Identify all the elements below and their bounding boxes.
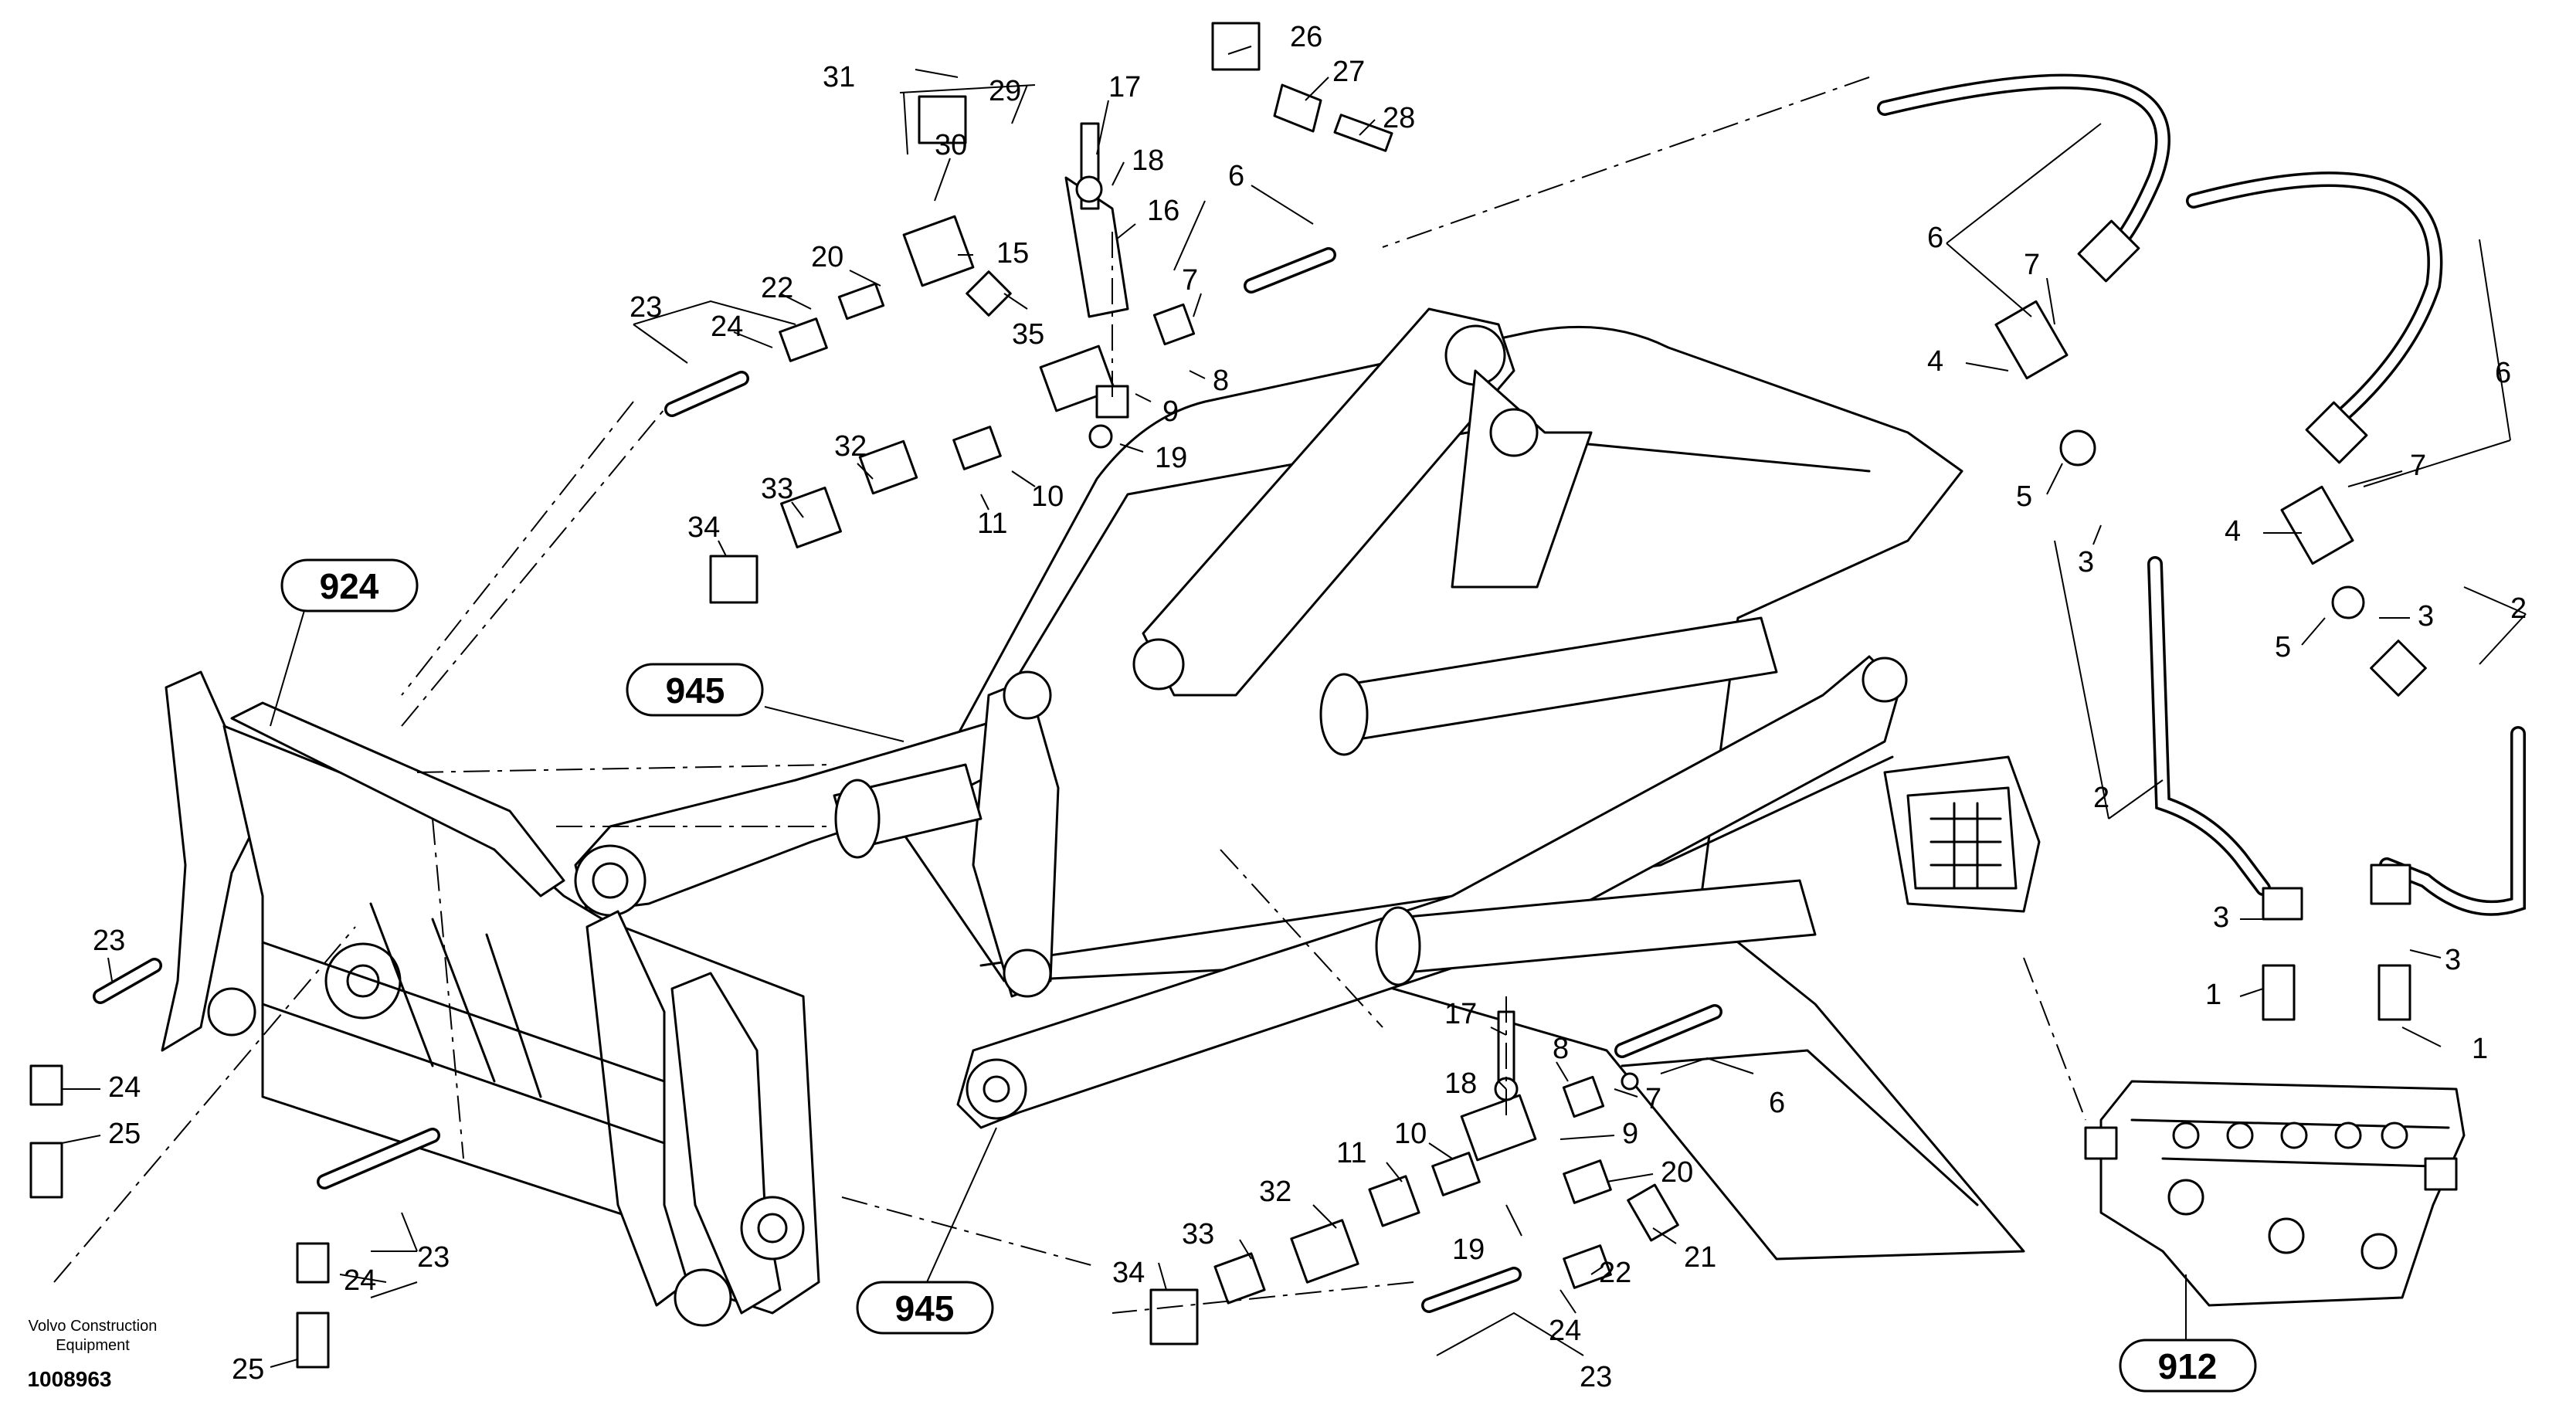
part-number: 22 [761,272,793,304]
reference-label: 945 [666,670,725,711]
part-number: 7 [1182,264,1198,297]
part-number: 3 [2445,944,2461,976]
control-valve [2084,1080,2466,1307]
lift-arm-left [574,655,1908,1129]
part-number: 20 [1661,1156,1693,1189]
reference-group-945-upper[interactable]: 945 [626,663,764,717]
part-number: 3 [2418,600,2434,633]
part-number: 30 [935,129,967,161]
part-number: 35 [1012,318,1044,351]
part-number: 7 [2024,249,2040,281]
part-number: 17 [1108,71,1141,103]
part-number: 6 [1228,160,1244,192]
part-number: 16 [1147,195,1179,227]
part-number: 31 [823,61,855,93]
quick-coupler [161,670,820,1327]
alignment-lines [53,76,2086,1314]
part-number: 32 [1259,1176,1291,1208]
work-lamp [1883,755,2041,913]
part-number: 25 [232,1353,264,1386]
reference-group-912[interactable]: 912 [2119,1339,2257,1393]
part-number: 8 [1213,365,1229,397]
part-number: 26 [1290,21,1322,53]
part-number: 10 [1394,1118,1427,1150]
part-number: 23 [1580,1361,1612,1393]
part-number: 33 [1182,1218,1214,1250]
credit-line-1: Volvo Construction [29,1318,158,1335]
part-number: 17 [1444,998,1477,1030]
fittings [29,22,2427,1369]
reference-group-945-lower[interactable]: 945 [856,1281,994,1335]
part-number: 2 [2093,782,2109,814]
reference-label: 912 [2158,1346,2218,1386]
part-number: 27 [1332,56,1365,88]
part-number: 9 [1622,1118,1638,1150]
part-number: 11 [977,507,1007,540]
bellcrank-link [972,307,1593,998]
part-number: 6 [2495,357,2511,389]
part-number: 5 [2016,480,2032,513]
part-number: 1 [2205,979,2221,1011]
part-number: 33 [761,473,793,505]
part-number: 18 [1132,144,1164,177]
part-number: 8 [1553,1033,1569,1065]
reference-label: 924 [320,566,379,606]
part-number: 7 [1645,1083,1661,1115]
leader-lines [61,46,2527,1368]
publisher-credit: Volvo Construction Equipment 1008963 [27,1318,157,1391]
part-number: 2 [2510,592,2527,625]
part-number: 20 [811,241,843,273]
part-number: 24 [108,1071,141,1104]
part-number: 9 [1162,395,1179,428]
part-number: 21 [1684,1241,1716,1274]
part-number: 11 [1336,1137,1366,1169]
part-number: 6 [1927,222,1943,254]
part-number: 15 [996,237,1029,270]
part-number: 25 [108,1118,141,1150]
part-number: 24 [344,1264,376,1297]
tilt-cylinder [833,616,1817,986]
part-number: 23 [417,1241,450,1274]
drawing-id: 1008963 [27,1367,111,1391]
part-number-labels: 31 29 30 17 18 16 26 27 28 15 20 22 24 2… [93,21,2527,1393]
part-number: 4 [2225,515,2241,548]
hose-lower [93,247,2526,1313]
part-number: 34 [1112,1257,1145,1289]
part-number: 3 [2213,901,2229,934]
part-number: 3 [2078,546,2094,579]
part-number: 28 [1383,102,1415,134]
part-number: 5 [2275,631,2291,663]
part-number: 23 [93,925,125,957]
part-number: 7 [2410,450,2426,482]
part-number: 18 [1444,1067,1477,1100]
part-number: 22 [1599,1257,1631,1289]
hose-upper [1877,73,2443,425]
part-number: 19 [1452,1233,1485,1266]
part-number: 29 [989,75,1021,107]
part-number: 32 [834,430,867,463]
part-number: 4 [1927,345,1943,378]
reference-label: 945 [895,1288,955,1328]
part-number: 23 [630,291,662,324]
part-number: 24 [711,310,743,343]
reference-group-924[interactable]: 924 [280,558,419,612]
part-number: 1 [2472,1033,2488,1065]
part-number: 34 [687,511,720,544]
part-number: 19 [1155,442,1187,474]
part-number: 6 [1769,1087,1785,1119]
credit-line-2: Equipment [56,1337,130,1354]
part-number: 10 [1031,480,1064,513]
part-number: 24 [1549,1315,1581,1347]
